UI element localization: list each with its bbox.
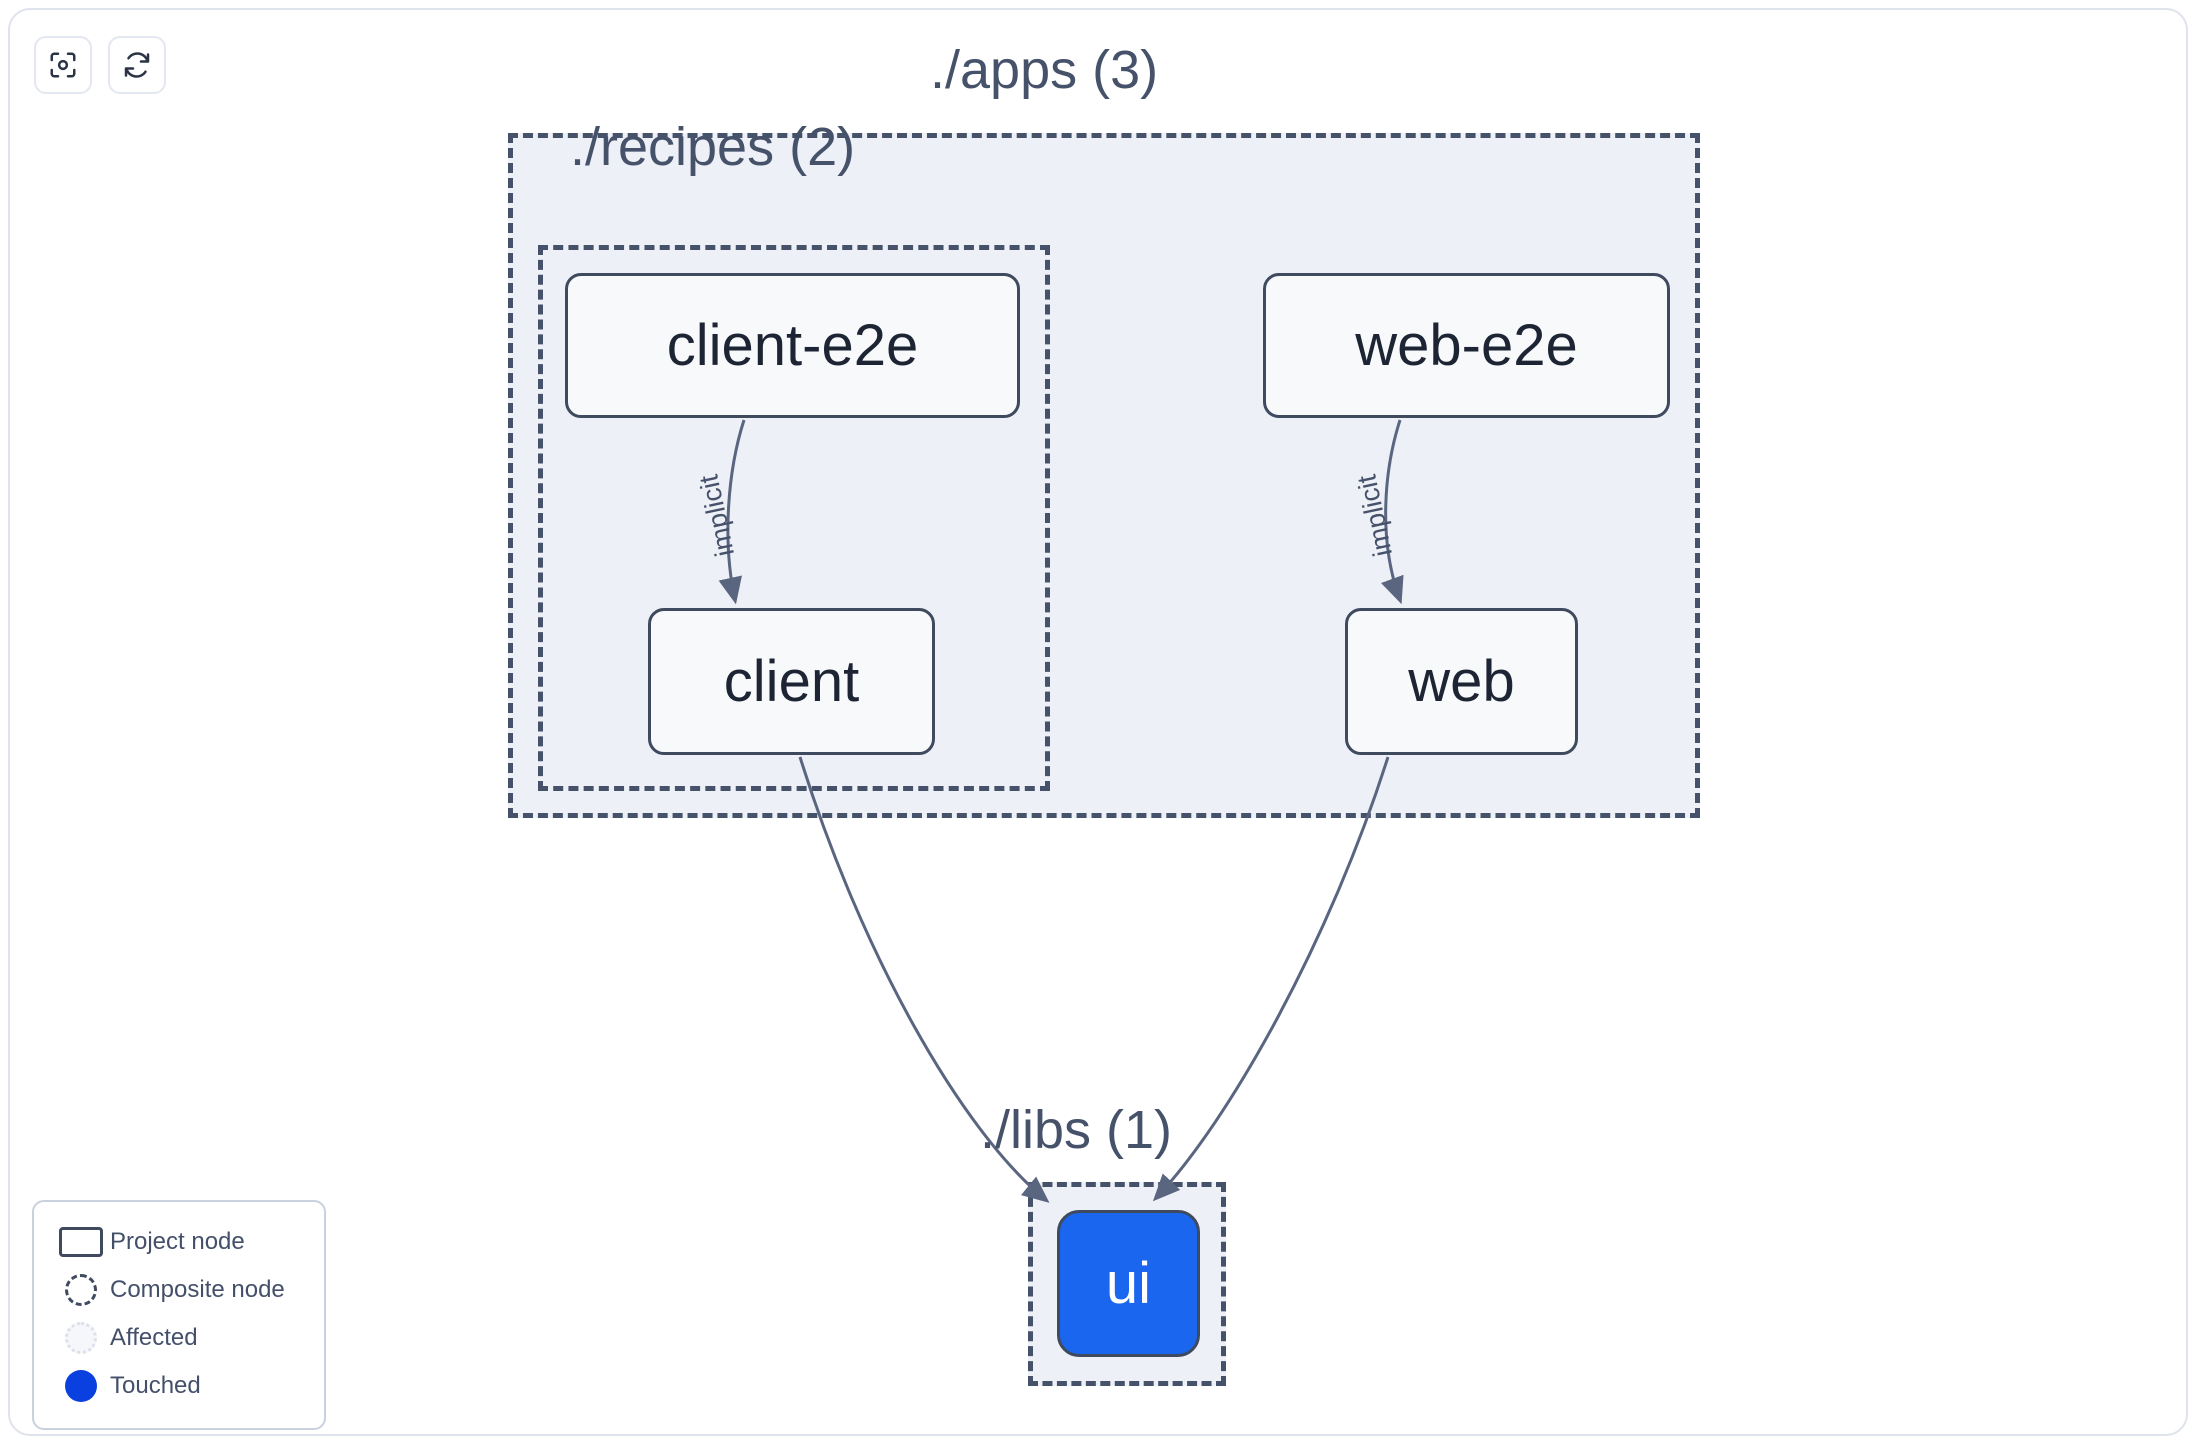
graph-legend: Project node Composite node Affected Tou… [32, 1200, 326, 1430]
node-ui[interactable]: ui [1057, 1210, 1200, 1357]
node-web-e2e[interactable]: web-e2e [1263, 273, 1670, 418]
project-node-glyph [52, 1227, 110, 1257]
node-client[interactable]: client [648, 608, 935, 755]
legend-label-affected: Affected [110, 1324, 198, 1351]
node-label-ui: ui [1105, 1250, 1152, 1316]
legend-label-composite-node: Composite node [110, 1276, 285, 1303]
node-web[interactable]: web [1345, 608, 1578, 755]
group-label-apps: ./apps (3) [930, 40, 1159, 100]
legend-item-composite-node: Composite node [52, 1266, 306, 1314]
refresh-graph-button[interactable] [108, 36, 166, 94]
focus-target-icon [48, 50, 78, 80]
node-label-web-e2e: web-e2e [1355, 312, 1578, 378]
focus-graph-button[interactable] [34, 36, 92, 94]
composite-node-glyph [52, 1274, 110, 1306]
affected-glyph [52, 1322, 110, 1354]
node-client-e2e[interactable]: client-e2e [565, 273, 1020, 418]
legend-item-touched: Touched [52, 1362, 306, 1410]
edge-client-e2e-to-client [718, 419, 746, 605]
refresh-icon [122, 50, 152, 80]
edge-client-to-ui [798, 756, 1050, 1203]
edge-web-to-ui [1152, 756, 1390, 1202]
legend-label-project-node: Project node [110, 1228, 245, 1255]
group-label-recipes: ./recipes (2) [570, 117, 856, 177]
touched-glyph [52, 1370, 110, 1402]
legend-item-project-node: Project node [52, 1218, 306, 1266]
legend-label-touched: Touched [110, 1372, 201, 1399]
group-label-libs: ./libs (1) [980, 1100, 1173, 1160]
node-label-web: web [1408, 648, 1515, 714]
node-label-client-e2e: client-e2e [666, 312, 919, 378]
node-label-client: client [723, 648, 860, 714]
graph-toolbar [34, 36, 166, 94]
edge-web-e2e-to-web [1380, 419, 1404, 605]
legend-item-affected: Affected [52, 1314, 306, 1362]
